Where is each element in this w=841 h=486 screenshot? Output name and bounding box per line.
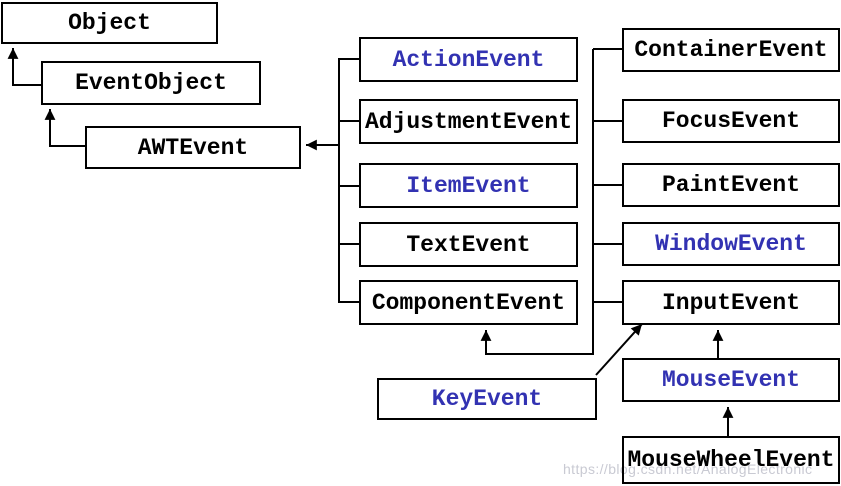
node-object-label: Object (68, 10, 151, 36)
node-actionevent: ActionEvent (359, 37, 578, 82)
node-awtevent: AWTEvent (85, 126, 301, 169)
node-keyevent: KeyEvent (377, 378, 597, 420)
node-adjustmentevent: AdjustmentEvent (359, 99, 578, 144)
node-mouseevent-label: MouseEvent (661, 367, 801, 393)
edge-right-group-to-componentevent (480, 48, 622, 355)
edge-trunk (338, 58, 360, 303)
node-itemevent: ItemEvent (359, 163, 578, 208)
node-eventobject: EventObject (41, 61, 261, 105)
node-adjustmentevent-label: AdjustmentEvent (364, 108, 573, 135)
edge-line (7, 48, 41, 86)
node-containerevent-label: ContainerEvent (634, 37, 828, 63)
edge-awtevent-to-eventobject (44, 109, 85, 147)
node-inputevent: InputEvent (622, 280, 840, 325)
edge-line (595, 323, 643, 376)
node-mousewheelevent: MouseWheelEvent (622, 436, 840, 484)
node-textevent: TextEvent (359, 222, 578, 267)
node-object: Object (1, 2, 218, 44)
edge-eventobject-to-object (7, 48, 41, 86)
node-containerevent: ContainerEvent (622, 28, 840, 72)
node-inputevent-label: InputEvent (661, 289, 801, 316)
node-componentevent: ComponentEvent (359, 280, 578, 325)
edge-keyevent-to-inputevent (595, 323, 643, 376)
node-windowevent: WindowEvent (622, 222, 840, 266)
node-paintevent: PaintEvent (622, 163, 840, 207)
edge-arrow-line (480, 49, 594, 355)
node-mousewheelevent-label: MouseWheelEvent (627, 447, 835, 473)
node-focusevent-label: FocusEvent (661, 108, 801, 134)
node-actionevent-label: ActionEvent (392, 46, 545, 73)
node-awtevent-label: AWTEvent (137, 134, 249, 161)
node-mouseevent: MouseEvent (622, 358, 840, 402)
node-itemevent-label: ItemEvent (406, 172, 531, 199)
node-eventobject-label: EventObject (75, 70, 227, 96)
watermark-url-text: https://blog.csdn.net/AnalogElectronic (563, 461, 813, 477)
edge-line (44, 109, 85, 147)
node-componentevent-label: ComponentEvent (371, 289, 566, 316)
node-textevent-label: TextEvent (406, 231, 531, 258)
node-windowevent-label: WindowEvent (655, 231, 807, 257)
node-focusevent: FocusEvent (622, 99, 840, 143)
node-keyevent-label: KeyEvent (431, 386, 543, 412)
node-paintevent-label: PaintEvent (661, 172, 801, 198)
edge-middle-group-to-awtevent (306, 58, 360, 303)
edge-connectors (593, 48, 622, 303)
